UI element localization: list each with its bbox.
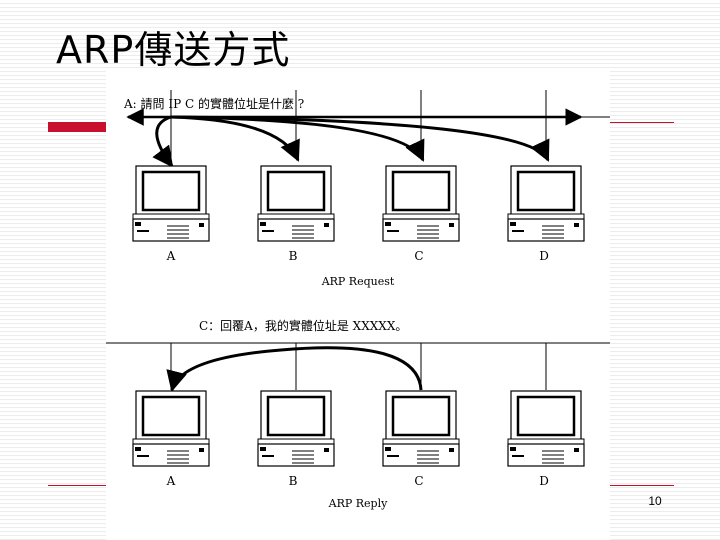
request-arrows — [152, 115, 550, 168]
host-label: A — [166, 474, 176, 488]
page-number: 10 — [648, 494, 662, 508]
arrow-icon — [152, 115, 174, 168]
computer-icon — [506, 389, 586, 468]
computer-icon — [256, 389, 336, 468]
computer-icon — [256, 164, 336, 243]
host-label: B — [289, 474, 298, 488]
computer-icon — [381, 389, 461, 468]
arrow-icon — [170, 115, 300, 162]
accent-line-bottom-right — [610, 485, 674, 486]
arp-diagram: A: 請問 IP C 的實體位址是什麼 ? A B C D ARP Reques… — [106, 70, 610, 540]
reply-caption: ARP Reply — [328, 497, 388, 510]
computer-icon — [381, 164, 461, 243]
host-label: C — [414, 474, 423, 488]
computer-icon — [506, 164, 586, 243]
arrow-icon — [166, 346, 423, 393]
host-label: D — [539, 474, 549, 488]
host-label: C — [414, 249, 423, 263]
host-label: D — [539, 249, 549, 263]
computer-icon — [131, 389, 211, 468]
computer-icon — [131, 164, 211, 243]
accent-bar — [48, 122, 108, 132]
request-caption: ARP Request — [321, 275, 395, 288]
host-label: B — [289, 249, 298, 263]
request-question: A: 請問 IP C 的實體位址是什麼 ? — [123, 96, 304, 111]
host-label: A — [166, 249, 176, 263]
accent-line-bottom-left — [48, 485, 106, 486]
slide-title: ARP傳送方式 — [56, 28, 291, 72]
reply-panel: C：回覆A，我的實體位址是 XXXXX。 A B C D ARP Reply — [106, 318, 610, 510]
request-panel: A: 請問 IP C 的實體位址是什麼 ? A B C D ARP Reques… — [123, 90, 610, 288]
reply-answer: C：回覆A，我的實體位址是 XXXXX。 — [199, 318, 407, 333]
arrow-icon — [170, 115, 550, 162]
accent-line-top-right — [610, 122, 674, 123]
